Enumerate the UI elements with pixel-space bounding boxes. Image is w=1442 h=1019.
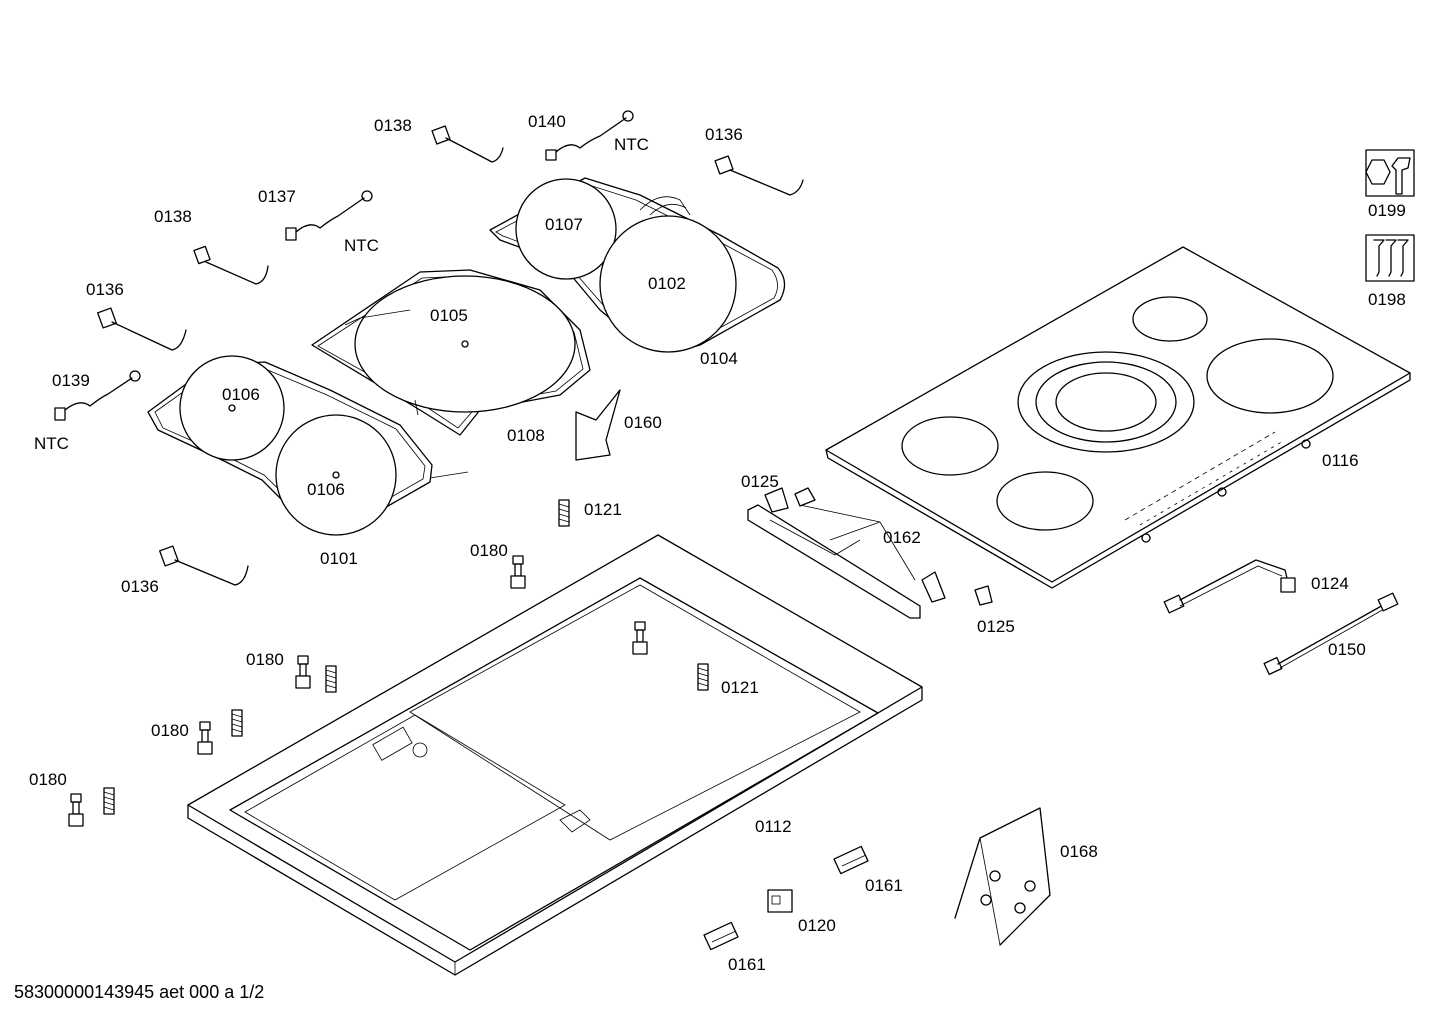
- label-0180-b: 0180: [151, 721, 189, 740]
- label-0116: 0116: [1322, 451, 1359, 470]
- label-0106-a: 0106: [222, 385, 260, 404]
- spring-0121-top[interactable]: [558, 499, 570, 527]
- ceramic-glass-top[interactable]: [825, 246, 1411, 589]
- cable-holder-0136-bottom[interactable]: [159, 545, 249, 586]
- label-0121-top: 0121: [584, 500, 622, 519]
- clip-0161-upper[interactable]: [833, 845, 869, 875]
- label-0136-bottom: 0136: [121, 577, 159, 596]
- ntc-sensor-0139[interactable]: [54, 370, 141, 421]
- label-0180-c: 0180: [29, 770, 67, 789]
- label-0140: 0140: [528, 112, 566, 131]
- label-0139: 0139: [52, 371, 90, 390]
- label-ntc-top: NTC: [614, 135, 649, 154]
- cable-holder-0136-top[interactable]: [714, 155, 804, 196]
- foot-0180-c[interactable]: [68, 793, 84, 827]
- label-0150: 0150: [1328, 640, 1366, 659]
- label-0125-bottom: 0125: [977, 617, 1015, 636]
- label-0120: 0120: [798, 916, 836, 935]
- cable-holder-0136-left[interactable]: [97, 307, 187, 351]
- clip-0161-lower[interactable]: [703, 921, 739, 951]
- foot-0180-frame[interactable]: [632, 621, 648, 655]
- label-0162: 0162: [883, 528, 921, 547]
- label-0107: 0107: [545, 215, 583, 234]
- label-0112: 0112: [755, 817, 792, 836]
- label-0136-top: 0136: [705, 125, 743, 144]
- label-0125-top: 0125: [741, 472, 779, 491]
- screw-bag[interactable]: [954, 807, 1051, 946]
- spring-left-2[interactable]: [231, 709, 243, 737]
- heating-carrier-0108[interactable]: [311, 269, 591, 436]
- foot-0180-top[interactable]: [510, 555, 526, 589]
- cable-harness-0124[interactable]: [1163, 559, 1296, 614]
- ntc-sensor-0140[interactable]: [545, 110, 634, 161]
- label-0180-top: 0180: [470, 541, 508, 560]
- cover-plate[interactable]: [575, 389, 621, 461]
- heating-carrier-0104[interactable]: [489, 177, 786, 353]
- label-0138-left: 0138: [154, 207, 192, 226]
- label-0105: 0105: [430, 306, 468, 325]
- heating-carrier-0101[interactable]: [147, 355, 469, 536]
- label-0121-mid: 0121: [721, 678, 759, 697]
- label-0160: 0160: [624, 413, 662, 432]
- label-0124: 0124: [1311, 574, 1349, 593]
- cable-holder-0138-top[interactable]: [431, 125, 504, 163]
- label-ntc-mid: NTC: [344, 236, 379, 255]
- label-0199: 0199: [1368, 201, 1406, 220]
- label-0138-top: 0138: [374, 116, 412, 135]
- document-id: 58300000143945 aet 000 a 1/2: [14, 982, 264, 1002]
- wrench-nut-icon: [1365, 149, 1415, 197]
- label-0104: 0104: [700, 349, 738, 368]
- spring-left-1[interactable]: [325, 665, 337, 693]
- label-0198: 0198: [1368, 290, 1406, 309]
- label-0136-left: 0136: [86, 280, 124, 299]
- foot-0180-a[interactable]: [295, 655, 311, 689]
- part-0120[interactable]: [767, 889, 793, 913]
- label-0101: 0101: [320, 549, 358, 568]
- label-0106-b: 0106: [307, 480, 345, 499]
- label-0161-lower: 0161: [728, 955, 766, 974]
- label-0102: 0102: [648, 274, 686, 293]
- label-0161-upper: 0161: [865, 876, 903, 895]
- ntc-sensor-0137[interactable]: [285, 190, 373, 241]
- label-0168: 0168: [1060, 842, 1098, 861]
- label-0180-a: 0180: [246, 650, 284, 669]
- cable-0150[interactable]: [1263, 592, 1399, 676]
- mounting-bracket[interactable]: [747, 487, 993, 619]
- base-frame[interactable]: [187, 534, 923, 976]
- screws-icon: [1365, 234, 1415, 282]
- label-0137: 0137: [258, 187, 296, 206]
- spring-0121-mid[interactable]: [697, 663, 709, 691]
- cable-holder-0138-left[interactable]: [193, 245, 269, 285]
- label-ntc-left: NTC: [34, 434, 69, 453]
- foot-0180-b[interactable]: [197, 721, 213, 755]
- spring-left-3[interactable]: [103, 787, 115, 815]
- label-0108: 0108: [507, 426, 545, 445]
